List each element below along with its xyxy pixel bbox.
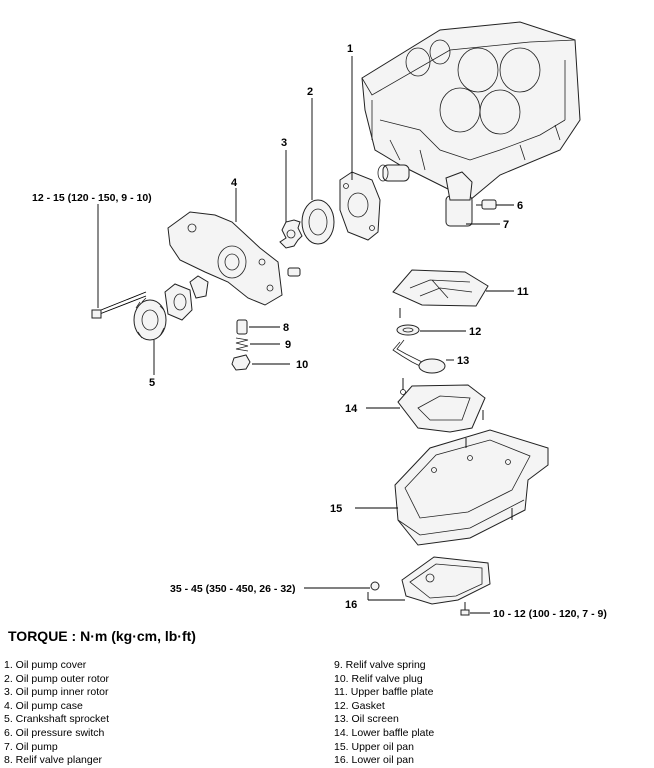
part-4-oil-pump-case <box>167 211 301 306</box>
legend-left-column: 1. Oil pump cover 2. Oil pump outer roto… <box>4 659 109 768</box>
callout-10: 10 <box>296 359 308 371</box>
legend-item: 15. Upper oil pan <box>334 740 414 753</box>
part-10-relief-valve-plug <box>231 354 251 371</box>
torque-spec-drain-plug: 35 - 45 (350 - 450, 26 - 32) <box>170 583 296 595</box>
callout-4: 4 <box>231 177 238 189</box>
callout-16: 16 <box>345 599 357 611</box>
callout-9: 9 <box>285 339 291 351</box>
part-3-oil-pump-inner-rotor <box>279 219 303 249</box>
legend-item: 5. Crankshaft sprocket <box>4 713 110 726</box>
legend-item: 9. Relif valve spring <box>334 659 426 671</box>
callout-15: 15 <box>330 503 342 515</box>
oil-pump-bolt <box>91 291 147 319</box>
legend-item: 14. Lower baffle plate <box>334 726 435 739</box>
callout-5: 5 <box>149 377 155 389</box>
part-9-relief-valve-spring <box>235 337 249 352</box>
callout-1: 1 <box>347 43 353 55</box>
callout-13: 13 <box>457 355 469 367</box>
callout-7: 7 <box>503 219 509 231</box>
part-11-upper-baffle-plate <box>392 269 489 307</box>
callout-3: 3 <box>281 137 287 149</box>
legend-item: 1. Oil pump cover <box>4 659 87 671</box>
drain-plug <box>370 581 380 591</box>
legend-right-column: 9. Relif valve spring 10. Relif valve pl… <box>334 659 434 768</box>
part-15-upper-oil-pan <box>394 429 549 546</box>
legend-item: 10. Relif valve plug <box>334 672 423 685</box>
callout-8: 8 <box>283 322 289 334</box>
callout-2: 2 <box>307 86 313 98</box>
legend-item: 3. Oil pump inner rotor <box>4 686 109 699</box>
legend-item: 12. Gasket <box>334 699 385 712</box>
legend-item: 11. Upper baffle plate <box>334 686 434 699</box>
part-8-relief-valve-plunger <box>236 319 248 335</box>
part-12-gasket <box>396 324 420 336</box>
legend-item: 13. Oil screen <box>334 713 399 726</box>
legend-item: 7. Oil pump <box>4 740 58 753</box>
legend-item: 16. Lower oil pan <box>334 754 414 767</box>
part-16-lower-oil-pan <box>401 556 491 605</box>
torque-spec-oil-pump-bolt: 12 - 15 (120 - 150, 9 - 10) <box>32 192 152 204</box>
torque-spec-oil-pan-bolts: 10 - 12 (100 - 120, 7 - 9) <box>493 608 607 620</box>
oil-pan-bolt <box>460 602 470 616</box>
part-2-oil-pump-outer-rotor <box>301 199 335 245</box>
exploded-view-diagram: 1 2 3 4 12 - 15 (120 - 150, 9 - 10) <box>32 21 607 620</box>
legend-item: 6. Oil pressure switch <box>4 726 105 739</box>
part-5-crankshaft-sprocket <box>133 297 167 341</box>
legend-item: 4. Oil pump case <box>4 699 83 712</box>
callout-11: 11 <box>517 286 529 298</box>
engine-block <box>361 21 581 201</box>
legend-item: 8. Relif valve planger <box>4 754 103 767</box>
callout-12: 12 <box>469 326 481 338</box>
torque-heading: TORQUE : N·m (kg·cm, lb·ft) <box>8 628 196 644</box>
legend-item: 2. Oil pump outer rotor <box>4 672 110 685</box>
callout-6: 6 <box>517 200 523 212</box>
part-7-oil-pump <box>445 171 473 227</box>
part-13-oil-screen <box>392 339 446 374</box>
callout-14: 14 <box>345 403 358 415</box>
part-6-oil-pressure-switch <box>476 199 497 210</box>
part-14-lower-baffle-plate <box>397 378 486 433</box>
part-1-oil-pump-cover <box>339 171 381 241</box>
